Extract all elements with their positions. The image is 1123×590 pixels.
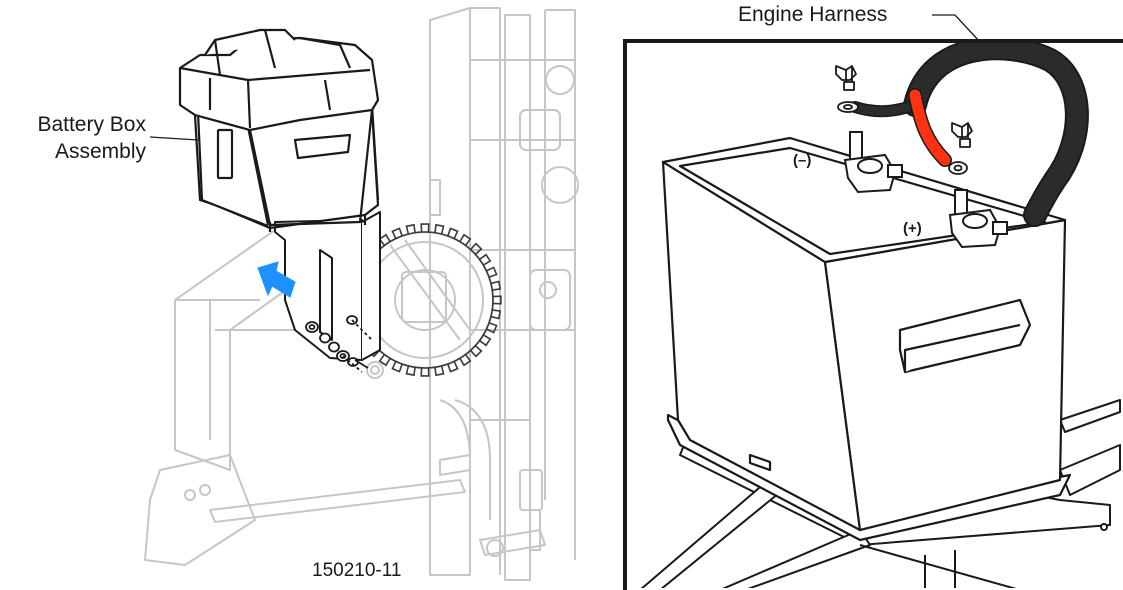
positive-terminal-label: (+) — [903, 220, 922, 237]
left-panel: Battery Box Assembly 150210-11 — [37, 7, 579, 581]
machine-frame-ghost — [144, 7, 579, 581]
sprocket-tooth — [459, 354, 472, 367]
ring-terminals — [837, 101, 968, 175]
sprocket-tooth — [420, 367, 430, 377]
callout-label-line1: Battery Box — [37, 113, 146, 136]
wing-nut-negative-icon — [835, 65, 857, 91]
sprocket-tooth — [447, 227, 459, 239]
sprocket-tooth — [391, 227, 403, 239]
sprocket-tooth — [434, 365, 445, 377]
install-direction-arrow — [257, 261, 296, 298]
sprocket-tooth — [486, 322, 498, 334]
sprocket-tooth — [479, 253, 492, 266]
sprocket-tooth — [470, 242, 483, 255]
engine-harness-leader-line — [932, 14, 981, 43]
sprocket-tooth — [459, 233, 472, 246]
engine-harness-cable-fill — [905, 43, 1087, 225]
sprocket-tooth — [420, 223, 430, 233]
sprocket-tooth — [479, 334, 492, 347]
sprocket-tooth — [378, 233, 391, 246]
positive-terminal — [948, 189, 1008, 249]
sprocket-tooth — [470, 345, 483, 358]
positive-cable-fill — [909, 89, 951, 166]
battery-box-leader-line — [149, 136, 199, 141]
right-panel: (–) (+) Engine Harness — [623, 3, 1123, 590]
sprocket-tooth — [490, 309, 502, 320]
detail-contents: (–) (+) — [640, 43, 1121, 588]
negative-terminal-label: (–) — [793, 152, 811, 169]
wing-nut-icons — [835, 65, 973, 148]
figure-number: 150210-11 — [312, 560, 401, 581]
sprocket-tooth — [447, 361, 459, 373]
battery-box-assembly — [178, 28, 380, 232]
wing-nut-positive-icon — [951, 122, 973, 148]
engine-harness-label: Engine Harness — [738, 3, 887, 26]
sprocket-tooth — [378, 354, 391, 367]
sprocket-tooth — [486, 266, 498, 278]
sprocket-tooth — [434, 223, 445, 235]
sprocket-tooth — [405, 223, 416, 235]
callout-label-line2: Assembly — [55, 140, 147, 163]
mounting-bracket — [274, 211, 381, 361]
sprocket-tooth — [405, 365, 416, 377]
mounting-hardware — [305, 315, 373, 373]
sprocket-tooth — [391, 361, 403, 373]
sprocket-tooth — [490, 280, 502, 291]
sprocket-tooth — [492, 295, 502, 305]
negative-terminal — [843, 131, 903, 194]
